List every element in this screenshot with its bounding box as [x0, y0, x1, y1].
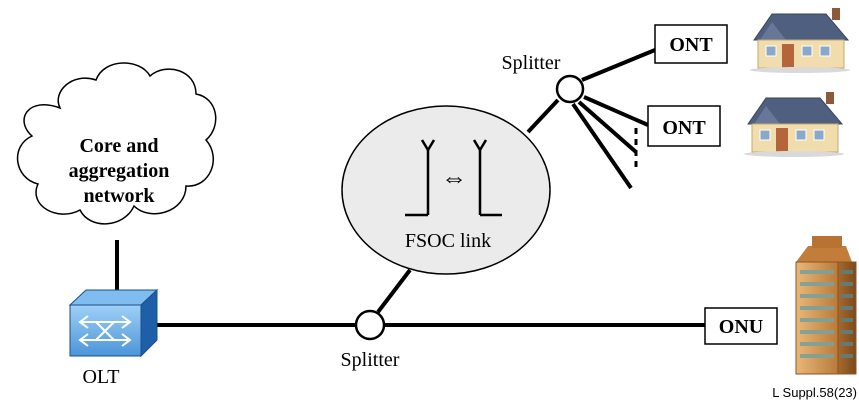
house-icon-2: [744, 92, 844, 157]
bottom-splitter: Splitter: [341, 309, 400, 371]
fsoc-ellipse: [341, 105, 551, 275]
fsoc-right-antenna-icon: [472, 139, 502, 217]
top-splitter: Splitter: [502, 52, 585, 104]
top-splitter-label: Splitter: [502, 52, 561, 74]
ont-box-2: ONT: [647, 105, 721, 147]
ont-2-frame: [647, 105, 721, 147]
connection-lines: [115, 48, 705, 327]
core-aggregation-cloud: Core and aggregation network: [16, 62, 217, 225]
ont-box-1: ONT: [654, 24, 728, 64]
bottom-splitter-label: Splitter: [341, 349, 400, 371]
fsoc-to-splitter-line: [526, 98, 560, 134]
fsoc-link: ⇔ FSOC link: [341, 105, 551, 275]
figure-reference-label: L Suppl.58(23): [772, 385, 857, 400]
splitter-drop-line-2: [571, 102, 633, 190]
olt-front-face: [69, 304, 142, 357]
fsoc-label: FSOC link: [405, 230, 491, 252]
fsoc-bidirectional-arrow-icon: ⇔: [441, 163, 467, 192]
house-icon-1: [750, 8, 850, 73]
cloud-label-line-2: aggregation: [69, 160, 170, 182]
splitter-drop-line-1: [577, 100, 638, 154]
ont-1-frame: [654, 24, 728, 64]
cloud-label-line-1: Core and: [79, 135, 158, 157]
bottom-splitter-node: [354, 309, 386, 341]
onu-frame: [704, 307, 778, 345]
olt-label: OLT: [82, 366, 119, 388]
cloud-shape: [16, 62, 217, 225]
onu-box: ONU: [704, 307, 778, 345]
onu-label: ONU: [719, 316, 763, 338]
top-splitter-node: [555, 74, 585, 104]
splitter-to-ont2-line: [583, 95, 649, 127]
fsoc-left-antenna-icon: [405, 139, 436, 217]
olt-switch-arrows-icon: [78, 315, 132, 347]
ont-2-label: ONT: [662, 117, 706, 139]
splitter-to-ont1-line: [581, 48, 656, 82]
olt-switch-icon: OLT: [68, 288, 159, 388]
cloud-label-line-3: network: [83, 185, 155, 207]
splitter-to-fsoc-line: [376, 268, 412, 314]
office-building-icon: [795, 236, 857, 375]
ont-1-label: ONT: [669, 34, 713, 56]
